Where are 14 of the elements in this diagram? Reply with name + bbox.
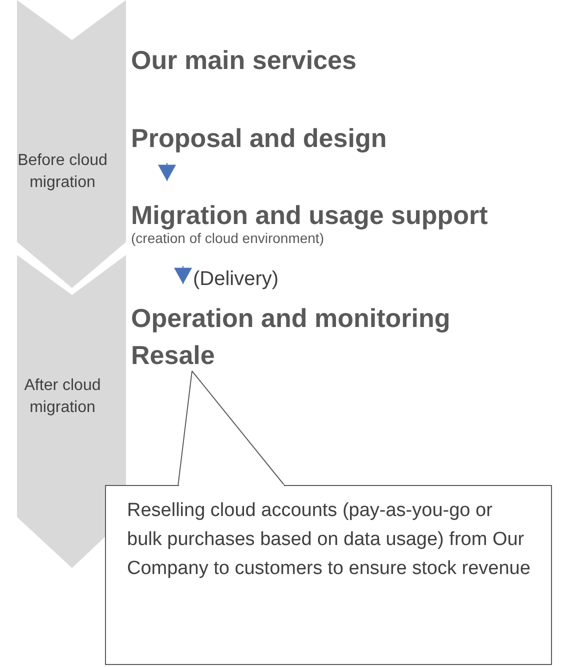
- service-label: Migration and usage support: [131, 200, 488, 230]
- callout-text: Reselling cloud accounts (pay-as-you-go or bulk purchases based on data usage) from Our Company to customers to ensure stock revenue: [127, 499, 532, 581]
- service-label: Operation and monitoring: [131, 303, 450, 333]
- callout-box: [105, 485, 552, 665]
- phase-label: Before cloud migration: [16, 151, 108, 193]
- edge-label: (Delivery): [193, 268, 279, 291]
- heading: Our main services: [131, 45, 356, 75]
- down-arrow: [158, 162, 176, 182]
- service-note: (creation of cloud environment): [131, 230, 325, 246]
- phase-label: After cloud migration: [23, 376, 102, 418]
- callout-pointer: [178, 370, 286, 486]
- down-arrow: [174, 266, 192, 284]
- service-label: Resale: [131, 340, 215, 370]
- service-label: Proposal and design: [131, 123, 387, 153]
